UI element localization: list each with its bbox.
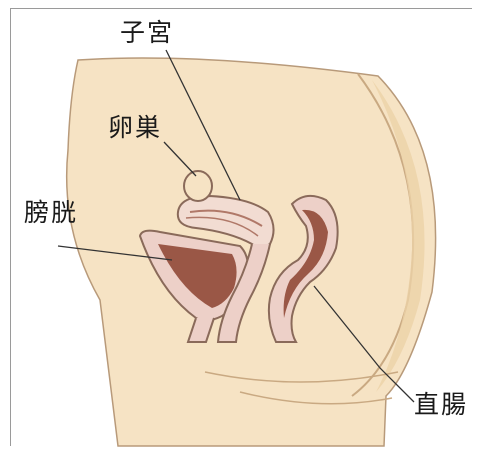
uterus-label: 子宮 xyxy=(120,20,174,45)
ovary-label: 卵巣 xyxy=(108,115,162,140)
bladder-label: 膀胱 xyxy=(24,200,78,225)
ovary-shape xyxy=(184,171,212,201)
rectum-label: 直腸 xyxy=(414,392,468,417)
